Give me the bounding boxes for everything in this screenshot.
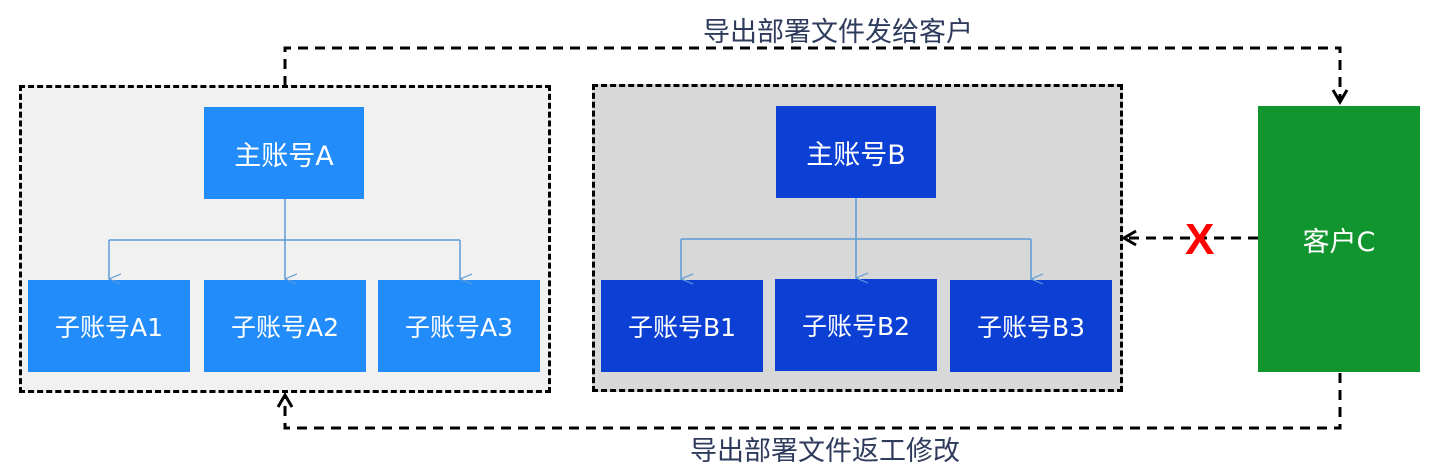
- return-for-rework-label: 导出部署文件返工修改: [690, 436, 960, 467]
- sub-account-a2-node[interactable]: 子账号A2: [204, 280, 366, 372]
- main-account-a-node[interactable]: 主账号A: [204, 107, 364, 199]
- customer-c-node[interactable]: 客户C: [1258, 106, 1420, 372]
- export-arrowhead: [1331, 89, 1349, 105]
- blocked-arrowhead: [1121, 229, 1137, 247]
- main-account-b-node[interactable]: 主账号B: [776, 106, 936, 198]
- sub-account-b2-node[interactable]: 子账号B2: [775, 279, 937, 371]
- sub-account-b1-node[interactable]: 子账号B1: [601, 280, 763, 372]
- sub-account-a3-node[interactable]: 子账号A3: [378, 280, 540, 372]
- sub-account-a1-node[interactable]: 子账号A1: [28, 280, 190, 372]
- sub-account-b3-node[interactable]: 子账号B3: [950, 280, 1112, 372]
- blocked-x-icon: X: [1185, 215, 1215, 264]
- return-arrowhead: [276, 392, 294, 408]
- export-to-customer-label: 导出部署文件发给客户: [703, 17, 973, 48]
